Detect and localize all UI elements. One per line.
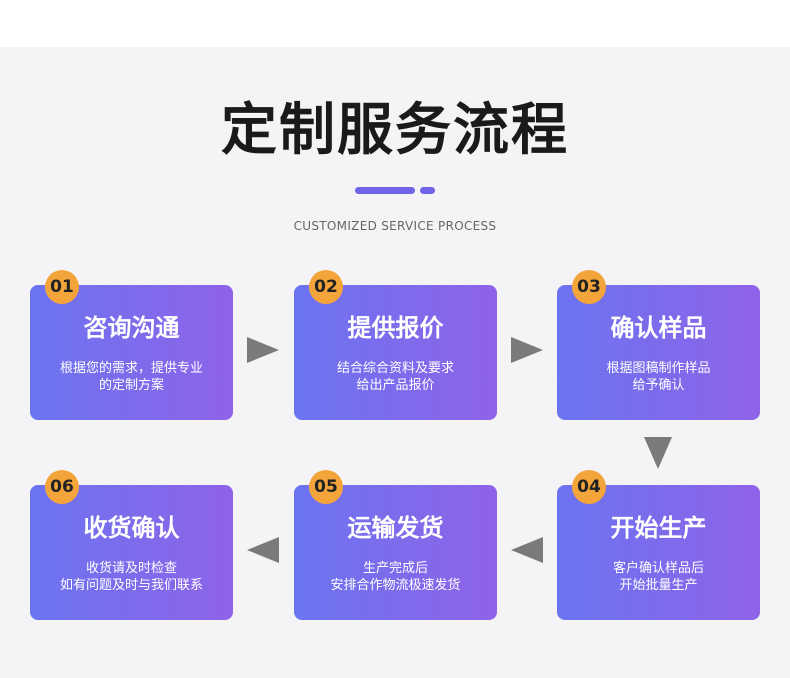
page-title: 定制服务流程: [221, 98, 569, 163]
step-description-line1: 客户确认样品后: [612, 561, 704, 576]
step-title: 运输发货: [347, 514, 444, 542]
step-title: 收货确认: [83, 514, 180, 542]
page-subtitle: CUSTOMIZED SERVICE PROCESS: [293, 219, 497, 233]
step-description-line2: 如有问题及时与我们联系: [59, 578, 203, 593]
step-description-line2: 安排合作物流极速发货: [330, 578, 461, 593]
step-description: 根据图稿制作样品 给予确认: [567, 360, 750, 394]
step-description-line1: 结合综合资料及要求: [336, 361, 454, 376]
step-card-03: 03 确认样品 根据图稿制作样品 给予确认: [557, 270, 760, 420]
step-description: 收货请及时检查 如有问题及时与我们联系: [40, 560, 223, 594]
step-description: 根据您的需求，提供专业 的定制方案: [40, 360, 223, 394]
step-description: 客户确认样品后 开始批量生产: [567, 560, 750, 594]
step-number-badge: 04: [572, 470, 606, 504]
step-description: 结合综合资料及要求 给出产品报价: [304, 360, 487, 394]
step-number-badge: 03: [572, 270, 606, 304]
step-description-line1: 根据您的需求，提供专业: [59, 361, 203, 376]
step-card-05: 05 运输发货 生产完成后 安排合作物流极速发货: [294, 470, 497, 620]
step-title: 确认样品: [610, 314, 707, 342]
step-title: 咨询沟通: [83, 314, 180, 342]
step-description-line1: 生产完成后: [362, 561, 428, 576]
title-underline-short: [420, 187, 435, 194]
step-description-line2: 的定制方案: [98, 378, 164, 393]
step-number-badge: 01: [45, 270, 79, 304]
step-card-04: 04 开始生产 客户确认样品后 开始批量生产: [557, 470, 760, 620]
step-title: 提供报价: [347, 314, 444, 342]
arrow-right-icon: [511, 337, 543, 363]
step-title: 开始生产: [610, 514, 707, 542]
step-description-line2: 开始批量生产: [619, 578, 698, 593]
arrow-right-icon: [247, 337, 279, 363]
step-description-line2: 给出产品报价: [356, 378, 435, 393]
step-number-badge: 05: [309, 470, 343, 504]
arrow-down-icon: [644, 437, 672, 469]
step-card-01: 01 咨询沟通 根据您的需求，提供专业 的定制方案: [30, 270, 233, 420]
step-number-badge: 06: [45, 470, 79, 504]
step-card-06: 06 收货确认 收货请及时检查 如有问题及时与我们联系: [30, 470, 233, 620]
step-description-line1: 根据图稿制作样品: [606, 361, 711, 376]
step-description-line2: 给予确认: [632, 378, 685, 393]
step-number-badge: 02: [309, 270, 343, 304]
title-underline-long: [355, 187, 415, 194]
step-description-line1: 收货请及时检查: [85, 561, 177, 576]
step-description: 生产完成后 安排合作物流极速发货: [304, 560, 487, 594]
arrow-left-icon: [247, 537, 279, 563]
arrow-left-icon: [511, 537, 543, 563]
step-card-02: 02 提供报价 结合综合资料及要求 给出产品报价: [294, 270, 497, 420]
